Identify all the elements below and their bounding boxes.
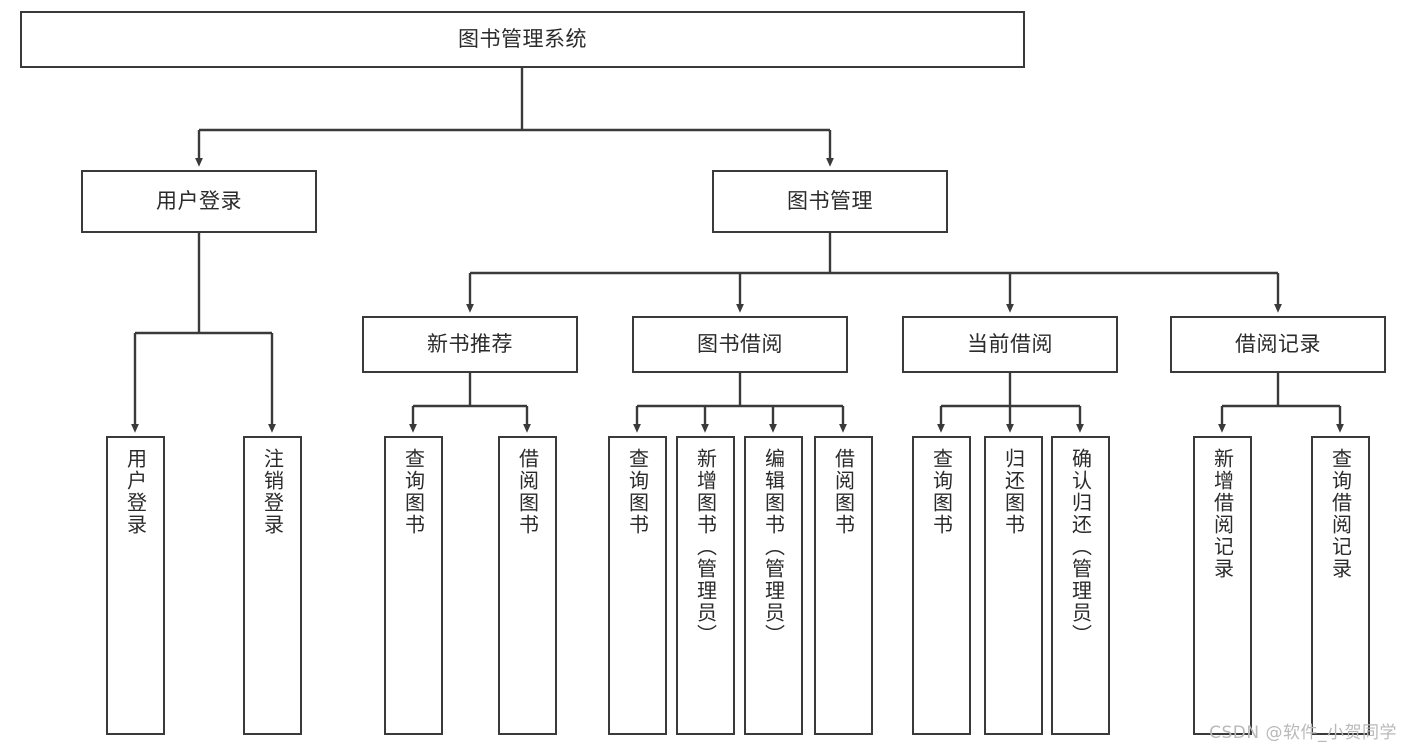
node-label: 用户登录 xyxy=(156,189,242,214)
node-label: 借阅记录 xyxy=(1235,332,1321,357)
node-label: 查询图书 xyxy=(929,448,954,536)
leaf-new-book-query-book[interactable]: 查询图书 xyxy=(384,436,443,735)
leaf-current-borrow-return-book[interactable]: 归还图书 xyxy=(984,436,1043,735)
leaf-book-borrow-add-book-admin[interactable]: 新增图书（管理员） xyxy=(676,436,735,735)
node-label: 新书推荐 xyxy=(427,332,513,357)
node-label: 确认归还（管理员） xyxy=(1068,448,1093,646)
node-label: 当前借阅 xyxy=(967,332,1053,357)
node-label: 查询图书 xyxy=(401,448,426,536)
node-current-borrow[interactable]: 当前借阅 xyxy=(902,316,1118,373)
node-user-login[interactable]: 用户登录 xyxy=(81,170,317,233)
leaf-new-book-borrow-book[interactable]: 借阅图书 xyxy=(498,436,557,735)
node-label: 借阅图书 xyxy=(515,448,540,536)
node-book-borrow[interactable]: 图书借阅 xyxy=(632,316,848,373)
leaf-user-login-logout[interactable]: 注销登录 xyxy=(243,436,302,735)
node-label: 查询图书 xyxy=(625,448,650,536)
node-borrow-record[interactable]: 借阅记录 xyxy=(1170,316,1386,373)
node-label: 新增图书（管理员） xyxy=(693,448,718,646)
node-label: 编辑图书（管理员） xyxy=(761,448,786,646)
node-label: 借阅图书 xyxy=(831,448,856,536)
node-root-book-management-system[interactable]: 图书管理系统 xyxy=(20,11,1025,68)
node-new-book-recommend[interactable]: 新书推荐 xyxy=(362,316,578,373)
leaf-borrow-record-add-record[interactable]: 新增借阅记录 xyxy=(1193,436,1252,735)
node-label: 注销登录 xyxy=(260,448,285,536)
node-book-management[interactable]: 图书管理 xyxy=(712,170,948,233)
leaf-user-login-login[interactable]: 用户登录 xyxy=(106,436,165,735)
node-label: 用户登录 xyxy=(123,448,148,536)
leaf-book-borrow-borrow-book[interactable]: 借阅图书 xyxy=(814,436,873,735)
node-label: 归还图书 xyxy=(1001,448,1026,536)
node-label: 查询借阅记录 xyxy=(1328,448,1353,580)
node-label: 图书管理系统 xyxy=(458,27,587,52)
csdn-watermark: CSDN @软件_小贺同学 xyxy=(1209,723,1397,743)
leaf-current-borrow-query-book[interactable]: 查询图书 xyxy=(912,436,971,735)
leaf-book-borrow-edit-book-admin[interactable]: 编辑图书（管理员） xyxy=(744,436,803,735)
node-label: 图书借阅 xyxy=(697,332,783,357)
leaf-current-borrow-confirm-return-admin[interactable]: 确认归还（管理员） xyxy=(1051,436,1110,735)
node-label: 新增借阅记录 xyxy=(1210,448,1235,580)
leaf-borrow-record-query-record[interactable]: 查询借阅记录 xyxy=(1311,436,1370,735)
leaf-book-borrow-query-book[interactable]: 查询图书 xyxy=(608,436,667,735)
node-label: 图书管理 xyxy=(787,189,873,214)
